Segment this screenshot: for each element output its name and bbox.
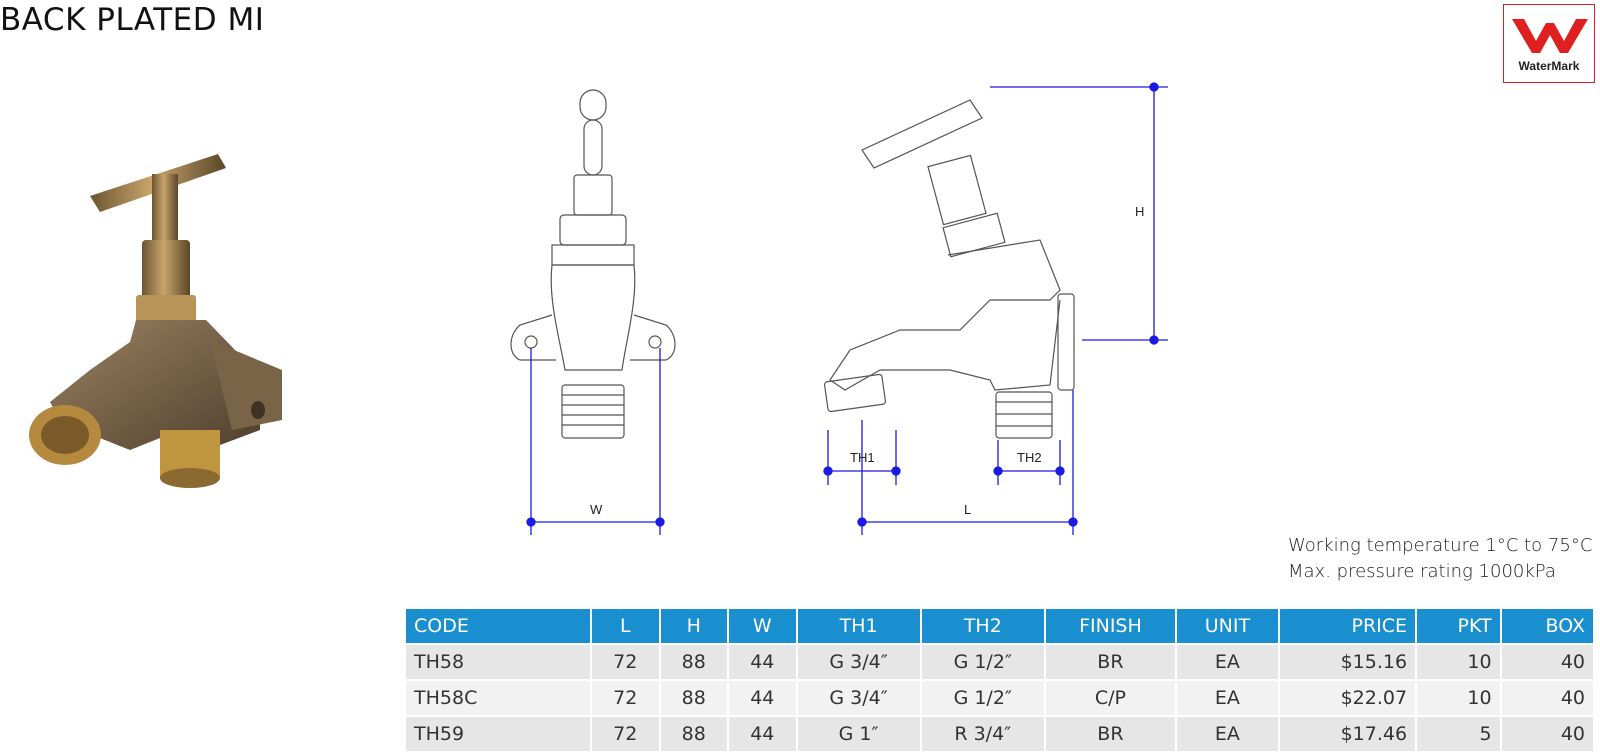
cell-l: 72 (591, 715, 661, 751)
cell-th2: R 3/4″ (920, 715, 1046, 751)
table-row: TH58 72 88 44 G 3/4″ G 1/2″ BR EA $15.16… (406, 643, 1596, 680)
cell-box: 40 (1500, 715, 1596, 751)
cell-th1: G 1″ (796, 715, 922, 751)
cell-price: $17.46 (1278, 715, 1418, 751)
header-th2: TH2 (920, 609, 1046, 644)
cell-th1: G 3/4″ (796, 643, 922, 680)
dim-label-th2: TH2 (1017, 450, 1042, 465)
cell-w: 44 (728, 679, 798, 716)
header-pkt: PKT (1416, 609, 1502, 644)
cell-h: 88 (659, 715, 730, 751)
cell-w: 44 (728, 643, 798, 680)
cell-box: 40 (1500, 643, 1596, 680)
header-unit: UNIT (1175, 609, 1280, 644)
cell-th1: G 3/4″ (796, 679, 922, 716)
cell-price: $22.07 (1278, 679, 1418, 716)
product-table: CODE L H W TH1 TH2 FINISH UNIT PRICE PKT… (406, 609, 1596, 751)
header-code: CODE (406, 609, 592, 644)
cell-code: TH59 (406, 715, 592, 751)
pressure-rating: Max. pressure rating 1000kPa (1288, 561, 1556, 582)
front-view (510, 89, 676, 439)
cell-finish: BR (1044, 643, 1177, 680)
cell-l: 72 (591, 679, 661, 716)
header-box: BOX (1500, 609, 1596, 644)
dim-label-th1: TH1 (850, 450, 875, 465)
watermark-w-icon (1512, 19, 1588, 53)
watermark-text: WaterMark (1518, 59, 1580, 73)
cell-th2: G 1/2″ (920, 643, 1046, 680)
cell-w: 44 (728, 715, 798, 751)
cell-pkt: 10 (1416, 643, 1502, 680)
cell-unit: EA (1175, 715, 1280, 751)
header-finish: FINISH (1044, 609, 1177, 644)
cell-h: 88 (659, 643, 730, 680)
working-temperature: Working temperature 1°C to 75°C (1288, 535, 1593, 556)
side-view (823, 99, 1075, 439)
dim-label-w: W (590, 502, 603, 517)
cell-l: 72 (591, 643, 661, 680)
cell-th2: G 1/2″ (920, 679, 1046, 716)
dimension-lines (526, 82, 1168, 535)
header-price: PRICE (1278, 609, 1418, 644)
specs-block: Working temperature 1°C to 75°C Max. pre… (1288, 533, 1592, 585)
cell-pkt: 5 (1416, 715, 1502, 751)
header-l: L (591, 609, 661, 644)
header-h: H (659, 609, 730, 644)
cell-price: $15.16 (1278, 643, 1418, 680)
table-row: TH58C 72 88 44 G 3/4″ G 1/2″ C/P EA $22.… (406, 679, 1596, 716)
cell-unit: EA (1175, 643, 1280, 680)
dim-label-l: L (964, 502, 971, 517)
watermark-logo: WaterMark (1503, 4, 1595, 83)
cell-h: 88 (659, 679, 730, 716)
cell-pkt: 10 (1416, 679, 1502, 716)
header-w: W (728, 609, 798, 644)
table-header-row: CODE L H W TH1 TH2 FINISH UNIT PRICE PKT… (406, 609, 1596, 644)
cell-code: TH58C (406, 679, 592, 716)
header-th1: TH1 (796, 609, 922, 644)
table-row: TH59 72 88 44 G 1″ R 3/4″ BR EA $17.46 5… (406, 715, 1596, 751)
page-title: BACK PLATED MI (0, 2, 265, 38)
cell-box: 40 (1500, 679, 1596, 716)
dim-label-h: H (1135, 204, 1144, 219)
cell-finish: BR (1044, 715, 1177, 751)
cell-unit: EA (1175, 679, 1280, 716)
cell-finish: C/P (1044, 679, 1177, 716)
tap-photo (29, 154, 282, 488)
cell-code: TH58 (406, 643, 592, 680)
